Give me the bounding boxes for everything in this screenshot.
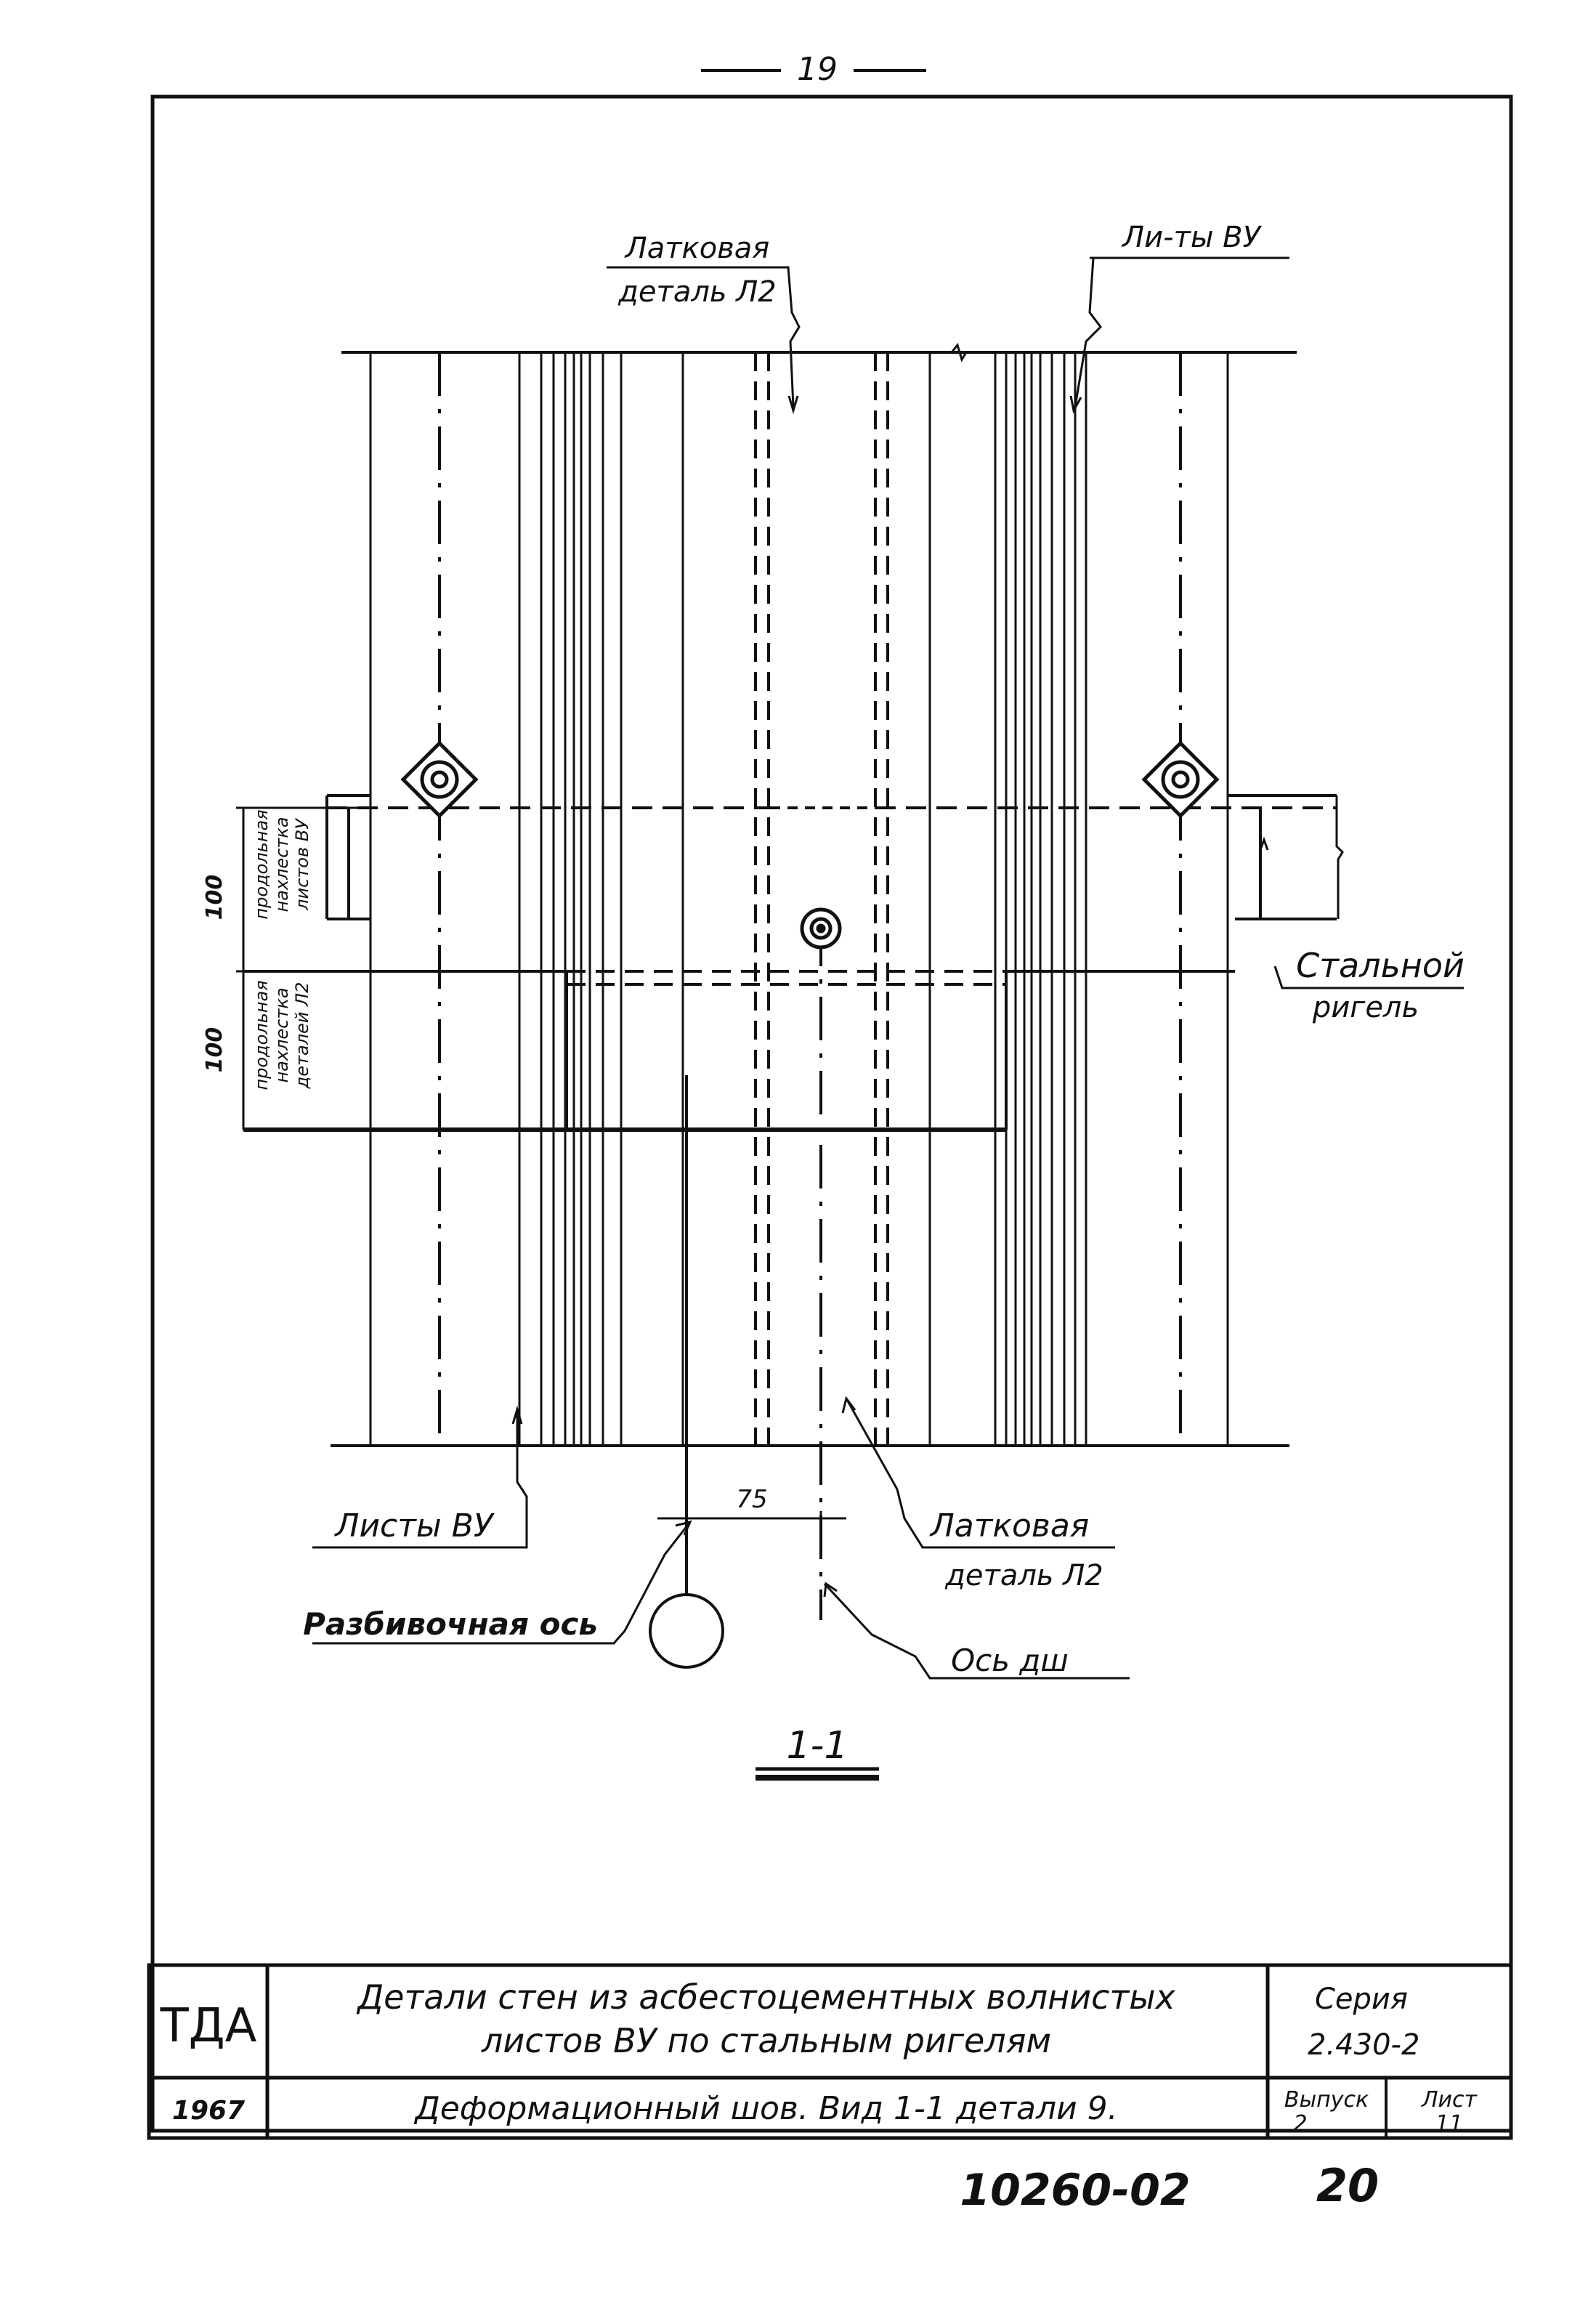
- overlap-details-label-1: продольная: [251, 980, 272, 1090]
- left-sheets-corrugation: [369, 352, 684, 1446]
- stamp-number: 10260-02: [960, 2165, 1190, 2216]
- left-bolt-icon: [400, 740, 479, 819]
- center-bolt-icon: [800, 907, 842, 949]
- sheet-label: Лист: [1421, 2087, 1478, 2113]
- lath-top-label-2: деталь Л2: [617, 275, 776, 309]
- overlap-details-value: 100: [202, 1027, 227, 1073]
- left-dimension-brackets: [236, 806, 370, 1130]
- overlap-details-label-2: нахлестка: [272, 987, 292, 1082]
- leader-lines: [312, 256, 1464, 1680]
- section-mark-underline: [756, 1767, 879, 1781]
- archive-stamp: 10260-02 20: [960, 2159, 1379, 2216]
- series-value: 2.430-2: [1308, 2028, 1419, 2062]
- page-number-group: 19: [701, 51, 926, 88]
- axis-offset-value: 75: [736, 1485, 767, 1514]
- overlap-sheets-label-1: продольная: [251, 809, 272, 919]
- axis-offset-dimension: [657, 1511, 846, 1526]
- overlap-sheets-label-2: нахлестка: [272, 817, 292, 912]
- lath-detail-dashed: [754, 352, 889, 1446]
- section-drawing: [236, 256, 1464, 1781]
- overlap-lines: [243, 970, 1235, 1132]
- issue-value: 2: [1293, 2111, 1307, 2137]
- right-sheets-corrugation: [928, 352, 1229, 1446]
- steel-beam-label-1: Стальной: [1296, 946, 1465, 985]
- right-bolt-icon: [1141, 740, 1220, 819]
- sheet-value: 11: [1435, 2111, 1463, 2137]
- callout-texts: Латковая деталь Л2 Ли-ты ВУ Стальной риг…: [202, 221, 1465, 1768]
- drawing-frame: [150, 94, 1513, 2133]
- title-line-2: листов ВУ по стальным ригелям: [481, 2021, 1051, 2060]
- issue-label: Выпуск: [1284, 2087, 1369, 2113]
- subtitle: Деформационный шов. Вид 1-1 детали 9.: [413, 2090, 1117, 2127]
- stamp-page: 20: [1316, 2159, 1379, 2212]
- page-number: 19: [797, 51, 838, 88]
- layout-axis-marker: [649, 1075, 724, 1669]
- overlap-sheets-label-3: листов ВУ: [292, 818, 312, 911]
- sheets-bottom-label: Листы ВУ: [333, 1507, 495, 1544]
- lath-bottom-label-2: деталь Л2: [944, 1559, 1103, 1592]
- section-mark: 1-1: [787, 1724, 848, 1768]
- overlap-sheets-value: 100: [202, 875, 227, 920]
- lath-top-label-1: Латковая: [624, 232, 770, 265]
- lath-bottom-label-1: Латковая: [929, 1507, 1090, 1544]
- joint-axis-label: Ось дш: [951, 1643, 1069, 1678]
- overlap-details-label-3: деталей Л2: [292, 982, 312, 1090]
- title-block-texts: ТДА 1967 Детали стен из асбестоцементных…: [160, 1977, 1478, 2137]
- org-name: ТДА: [160, 1999, 257, 2053]
- title-line-1: Детали стен из асбестоцементных волнисты…: [356, 1977, 1175, 2017]
- steel-beam-label-2: ригель: [1312, 991, 1419, 1024]
- year: 1967: [172, 2096, 245, 2126]
- axis-lines: [438, 352, 1182, 1620]
- sheets-top-label: Ли-ты ВУ: [1121, 221, 1263, 254]
- layout-axis-label: Разбивочная ось: [303, 1606, 598, 1642]
- series-label: Серия: [1315, 1983, 1408, 2016]
- steel-beam-lines: [325, 794, 1344, 920]
- title-block: [147, 1963, 1513, 2140]
